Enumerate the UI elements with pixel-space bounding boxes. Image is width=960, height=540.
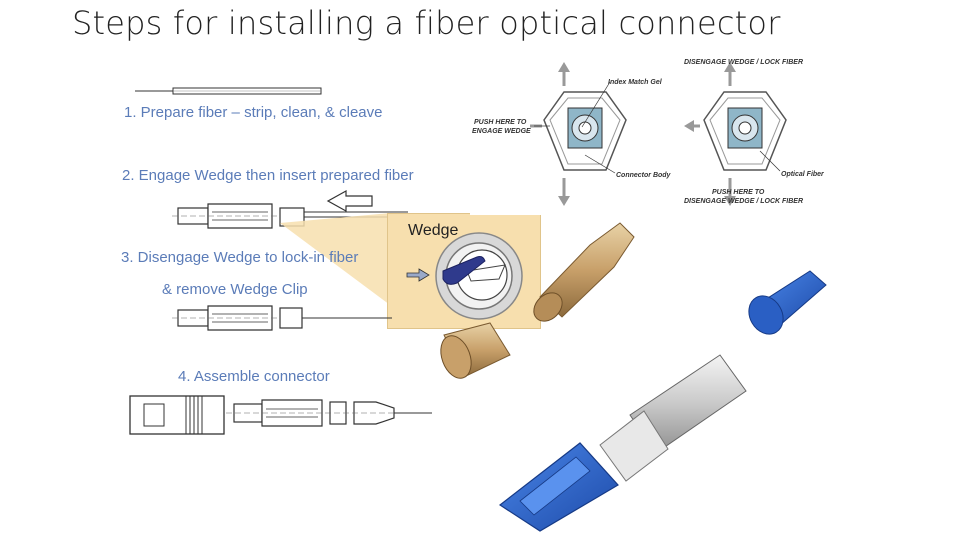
silver-crimp-body (599, 354, 747, 482)
schematic-right-drawing (684, 62, 787, 206)
wedge-callout-pointer (280, 213, 390, 305)
connector-parts-illustration (440, 222, 827, 532)
step-3-label: 3. Disengage Wedge to lock-in fiber (121, 249, 359, 266)
slide-title: Steps for installing a fiber optical con… (72, 4, 781, 42)
insert-arrow-icon (326, 189, 373, 213)
gold-crimp-part (533, 222, 635, 322)
blue-sc-housing (498, 442, 619, 532)
connector-body-label: Connector Body (616, 172, 671, 179)
step-1-label: 1. Prepare fiber – strip, clean, & cleav… (124, 104, 383, 121)
gold-sleeve-part (440, 322, 511, 379)
wedge-label: Wedge (408, 222, 459, 239)
schematic-leader-lines (534, 81, 781, 174)
index-match-gel-label: Index Match Gel (608, 79, 662, 86)
step-3-sublabel: & remove Wedge Clip (162, 281, 308, 298)
push-here-engage-line1: PUSH HERE TO (474, 119, 527, 126)
push-here-engage-line2: ENGAGE WEDGE (472, 128, 531, 135)
step4-assembly-drawing (129, 395, 432, 435)
schematic-panel (470, 55, 825, 215)
optical-fiber-label: Optical Fiber (781, 171, 824, 178)
step3-connector-drawing (172, 305, 392, 331)
step-4-label: 4. Assemble connector (178, 368, 330, 385)
step1-fiber-drawing (135, 87, 322, 95)
wedge-callout-drawing (406, 232, 523, 320)
step-2-label: 2. Engage Wedge then insert prepared fib… (122, 167, 414, 184)
push-here-disengage-line1: PUSH HERE TO (712, 189, 765, 196)
step2-connector-drawing (172, 203, 408, 229)
push-here-disengage-line2: DISENGAGE WEDGE / LOCK FIBER (684, 198, 804, 205)
blue-boot-part (748, 270, 827, 335)
disengage-top-label: DISENGAGE WEDGE / LOCK FIBER (684, 59, 804, 66)
